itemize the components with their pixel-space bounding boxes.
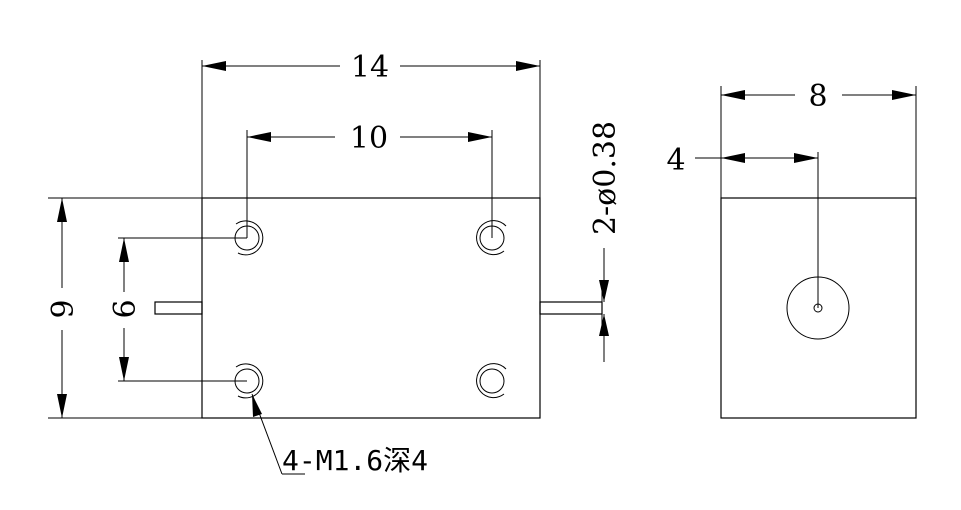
dimension-8: 8 [721,79,916,114]
dimension-4-label: 4 [666,143,685,178]
dimension-8-label: 8 [808,79,827,114]
right-pin [539,301,603,315]
dimension-6-label: 6 [108,299,143,318]
front-body-outline [201,197,541,419]
thread-callout-label: 4-M1.6深4 [282,444,428,477]
left-pin [154,301,203,315]
front-view: 14 10 9 6 [46,50,623,477]
dimension-9: 9 [46,198,81,418]
dimension-14-label: 14 [351,50,389,85]
dimension-10: 10 [246,121,493,238]
hole-top-right [476,220,507,256]
side-view: 8 4 [666,79,917,419]
hole-bottom-right [476,363,507,399]
dimension-4: 4 [666,143,818,178]
dimension-9-label: 9 [46,299,81,318]
thread-callout: 4-M1.6深4 [251,393,428,477]
dimension-10-label: 10 [350,121,388,156]
dimension-pin-diameter: 2-ø0.38 [588,121,623,362]
side-boss-center [813,303,823,313]
dimension-14: 14 [202,50,540,85]
dimension-pin-diameter-label: 2-ø0.38 [588,121,623,235]
dimension-6: 6 [108,237,247,382]
side-boss-circle [786,276,850,340]
